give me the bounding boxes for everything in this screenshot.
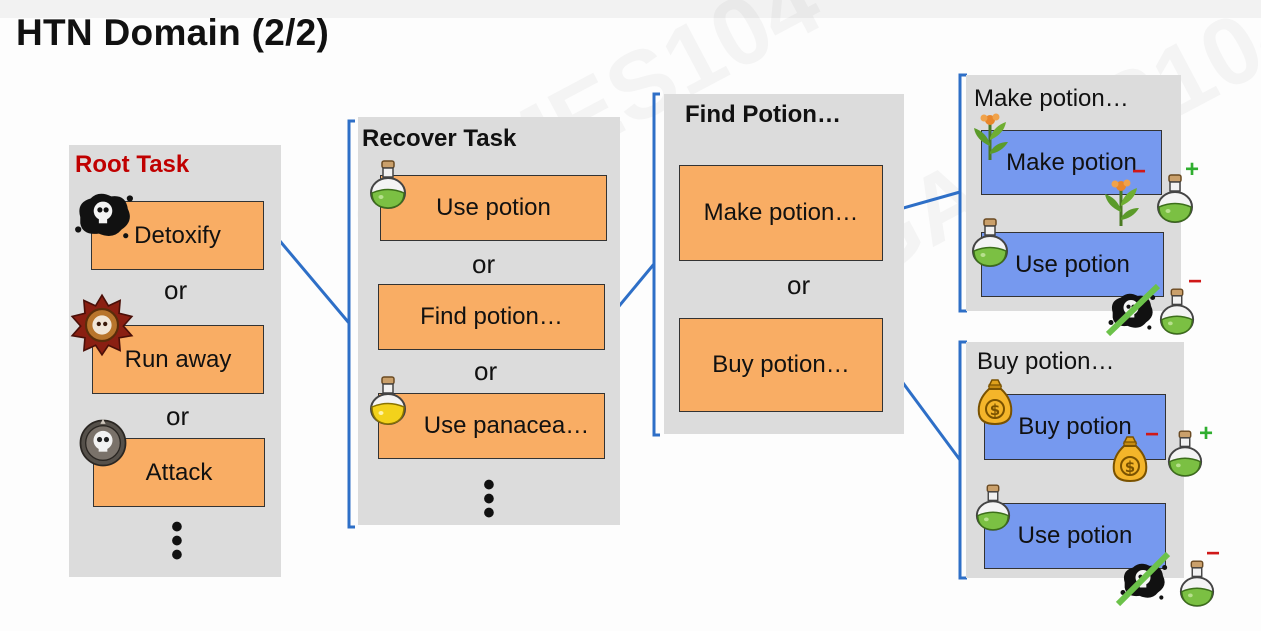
green-potion-icon <box>1158 288 1196 336</box>
find-potion-title: Find Potion… <box>685 101 841 128</box>
plus-sign: + <box>1185 156 1200 183</box>
buy-potion-label: Buy potion… <box>712 351 850 378</box>
green-potion-icon <box>1178 560 1216 608</box>
herb-icon <box>970 110 1010 160</box>
find-potion-task[interactable]: Find potion… <box>378 284 605 350</box>
make-potion-task[interactable]: Make potion… <box>679 165 883 261</box>
more-root-tasks-ellipsis: ••• <box>171 508 183 574</box>
find-bracket <box>652 92 660 437</box>
strike-through-icon <box>1115 551 1171 607</box>
green-potion-icon <box>974 484 1012 532</box>
buy-detail-bracket <box>958 340 967 580</box>
yellow-potion-icon <box>368 376 408 426</box>
money-bag-icon <box>975 376 1015 426</box>
skull-emblem-icon <box>77 417 129 469</box>
green-potion-icon <box>970 218 1010 268</box>
or-label: or <box>787 270 811 300</box>
use-potion-task[interactable]: Use potion <box>380 175 607 241</box>
attack-label: Attack <box>145 458 213 486</box>
strike-through-icon <box>1105 283 1161 337</box>
money-bag-icon <box>1110 432 1150 484</box>
use-potion-step[interactable]: Use potion <box>984 503 1166 569</box>
make-potion-panel-title: Make potion… <box>974 85 1129 112</box>
root-task-title: Root Task <box>75 151 190 178</box>
slide-title: HTN Domain (2/2) <box>16 12 330 53</box>
recover-task-title: Recover Task <box>362 125 517 152</box>
make-potion-label: Make potion… <box>703 199 859 226</box>
run-away-label: Run away <box>124 345 232 373</box>
run-away-task[interactable]: Run away <box>92 325 264 394</box>
make-potion-step-label: Make potion <box>1006 148 1137 176</box>
recover-bracket <box>347 119 355 529</box>
buy-potion-step-label: Buy potion <box>1018 413 1132 440</box>
minus-sign: − <box>1188 268 1203 295</box>
plus-sign: + <box>1199 420 1214 447</box>
use-panacea-task[interactable]: Use panacea… <box>378 393 605 459</box>
buy-potion-task[interactable]: Buy potion… <box>679 318 883 412</box>
or-label: or <box>472 249 496 279</box>
or-label: or <box>166 401 190 431</box>
minus-sign: − <box>1132 158 1147 185</box>
buy-potion-panel-title: Buy potion… <box>977 348 1115 375</box>
flee-emblem-icon <box>70 293 134 357</box>
minus-sign: − <box>1145 421 1160 448</box>
make-potion-step[interactable]: Make potion <box>981 130 1162 195</box>
use-potion-label: Use potion <box>436 194 551 221</box>
detoxify-label: Detoxify <box>134 221 221 249</box>
green-potion-icon <box>368 160 408 210</box>
link-detoxify-recover <box>272 233 351 324</box>
minus-sign: − <box>1206 540 1221 567</box>
top-band <box>0 0 1261 18</box>
use-potion-step[interactable]: Use potion <box>981 232 1164 297</box>
or-label: or <box>474 356 498 386</box>
use-potion-step-label: Use potion <box>1015 250 1130 278</box>
find-potion-label: Find potion… <box>420 303 563 330</box>
poison-skull-icon <box>72 188 134 240</box>
use-potion-step-label: Use potion <box>1017 522 1133 549</box>
or-label: or <box>164 275 188 305</box>
more-recover-tasks-ellipsis: ••• <box>483 466 495 532</box>
use-panacea-label: Use panacea… <box>423 412 590 439</box>
make-detail-bracket <box>958 73 967 313</box>
